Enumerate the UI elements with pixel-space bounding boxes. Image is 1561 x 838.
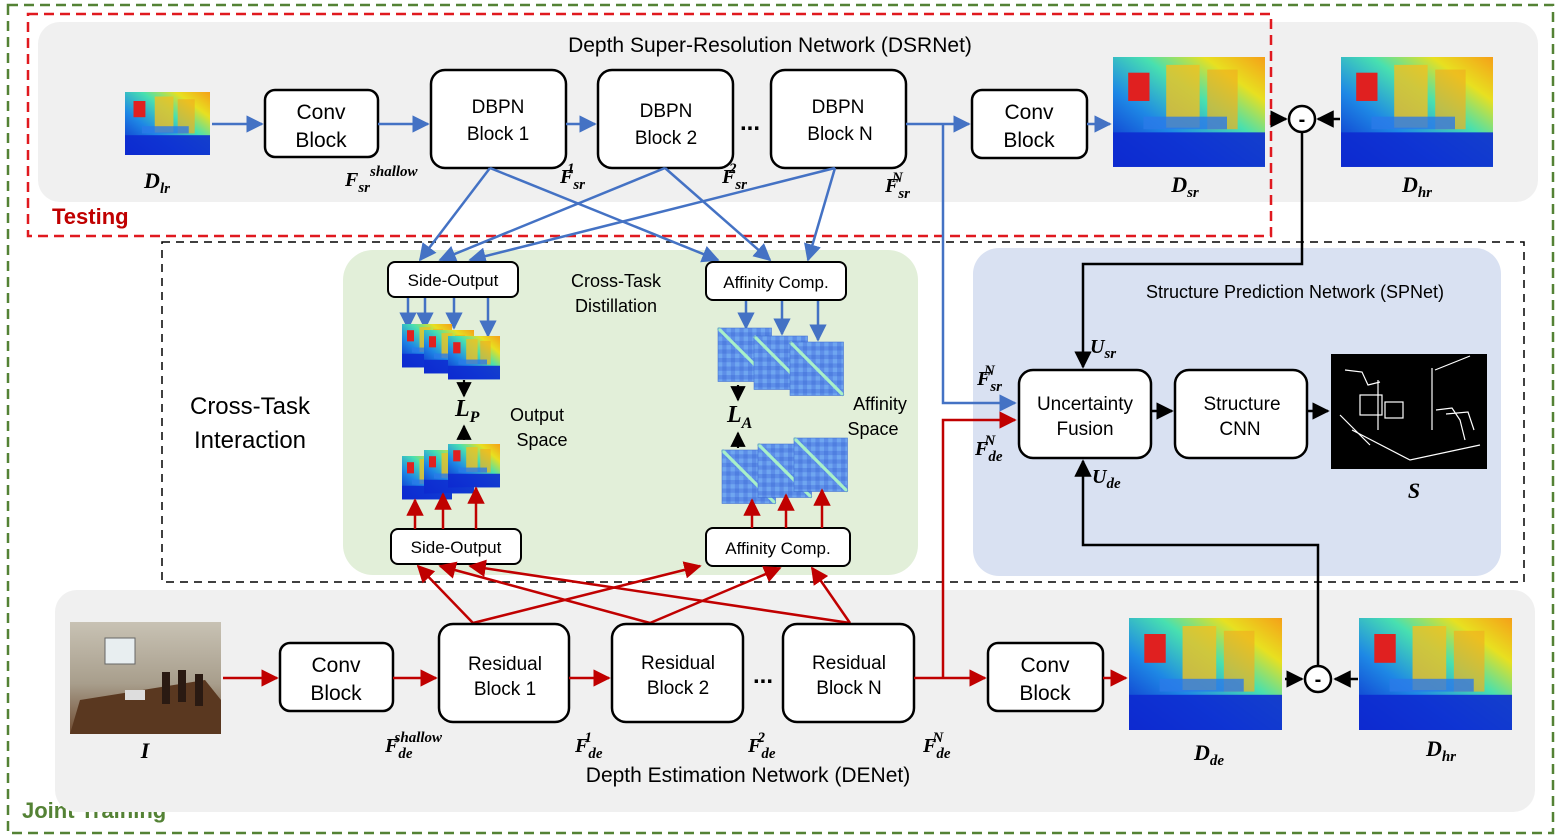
structure-cnn-label-b: CNN: [1219, 419, 1260, 440]
residual-block-2: [610, 622, 745, 724]
side-output-sr: [387, 261, 519, 298]
fusion-label-b: Fusion: [1056, 419, 1113, 440]
dsr-conv-2-label-b: Block: [1003, 129, 1055, 152]
interaction-title-b: Interaction: [194, 427, 306, 454]
de-output-image: [1129, 618, 1282, 730]
u-de-label: Ude: [1092, 466, 1121, 492]
de-ellipsis: ...: [753, 662, 773, 689]
dbpn-block-1: [429, 68, 568, 170]
output-space-label-a: Output: [510, 405, 564, 425]
f-sr-shallow-label: Fsrshallow: [344, 164, 419, 196]
dsr-input-image: [125, 92, 210, 155]
residual-block-1-label-a: Residual: [468, 654, 542, 675]
f-de-n-label: FdeN: [922, 730, 951, 762]
dbpn-block-1-label-a: DBPN: [472, 97, 525, 118]
distillation-title-b: Distillation: [575, 296, 657, 316]
de-conv-1-label-a: Conv: [311, 654, 361, 677]
dsr-gt-image: [1341, 57, 1493, 167]
f-sr-n-fusion-label: FsrN: [976, 363, 1002, 395]
dsr-input-label: Dlr: [143, 168, 170, 197]
affinity-comp-de: [705, 527, 851, 567]
dbpn-block-1-label-b: Block 1: [467, 124, 529, 145]
dsrnet-title: Depth Super-Resolution Network (DSRNet): [568, 34, 972, 57]
interaction-frame: [161, 241, 1525, 583]
de-conv-2-label-b: Block: [1019, 682, 1071, 705]
fusion-label-a: Uncertainty: [1037, 394, 1134, 415]
dbpn-block-n-label-b: Block N: [807, 124, 872, 145]
u-sr-label: Usr: [1090, 336, 1116, 362]
loss-lp-label: LP: [454, 396, 480, 426]
affinity-space-label-a: Affinity: [853, 394, 907, 414]
residual-block-n-label-b: Block N: [816, 678, 881, 699]
f-de-1-label: Fde1: [574, 730, 603, 762]
dsr-gt-label: Dhr: [1401, 172, 1432, 201]
joint-training-frame: [6, 3, 1555, 835]
distillation-title-a: Cross-Task: [571, 271, 662, 291]
structure-output-label: S: [1408, 478, 1420, 503]
dbpn-block-2-label-b: Block 2: [635, 128, 697, 149]
f-sr-n-label: FsrN: [884, 170, 910, 202]
f-de-2-label: Fde2: [747, 730, 776, 762]
uncertainty-fusion-block: [1017, 368, 1153, 460]
loss-la-label: LA: [726, 402, 753, 432]
de-conv-2-label-a: Conv: [1020, 654, 1070, 677]
de-flow-arrows: [223, 411, 1128, 687]
de-gt-label: Dhr: [1425, 736, 1456, 765]
side-output-sr-label: Side-Output: [408, 271, 499, 290]
side-output-de-label: Side-Output: [411, 538, 502, 557]
residual-block-1-label-b: Block 1: [474, 679, 536, 700]
affinity-comp-sr-label: Affinity Comp.: [723, 273, 829, 292]
dsr-flow-arrows: [212, 115, 1112, 412]
denet-title: Depth Estimation Network (DENet): [586, 764, 910, 787]
dsr-minus-sign: -: [1299, 109, 1306, 131]
residual-block-2-label-b: Block 2: [647, 678, 709, 699]
loss-arrows: [456, 380, 746, 448]
f-de-shallow-label: Fdeshallow: [384, 730, 443, 762]
de-distill-arrows: [406, 486, 852, 625]
residual-block-1: [437, 622, 571, 724]
de-output-label: Dde: [1193, 740, 1224, 769]
f-sr-2-label: Fsr2: [721, 161, 747, 193]
de-minus-sign: -: [1315, 669, 1322, 691]
dsr-conv-1-label-a: Conv: [296, 101, 346, 124]
rgb-input-image: [70, 622, 221, 734]
testing-label: Testing: [52, 204, 129, 229]
affinity-space-label-b: Space: [847, 419, 898, 439]
affinity-comp-de-label: Affinity Comp.: [725, 539, 831, 558]
de-minus-node: [1303, 664, 1333, 694]
interaction-title-a: Cross-Task: [190, 393, 311, 420]
structure-cnn-block: [1173, 368, 1309, 460]
dbpn-block-n-label-a: DBPN: [812, 97, 865, 118]
affinity-comp-sr: [705, 261, 847, 301]
spnet-title: Structure Prediction Network (SPNet): [1146, 282, 1444, 302]
de-gt-image: [1359, 618, 1512, 730]
residual-block-n: [781, 622, 916, 724]
residual-block-2-label-a: Residual: [641, 653, 715, 674]
f-de-n-fusion-label: FdeN: [974, 433, 1003, 465]
structure-cnn-label-a: Structure: [1203, 394, 1280, 415]
dsr-conv-1-label-b: Block: [295, 129, 347, 152]
dsr-ellipsis: ...: [740, 109, 760, 136]
dbpn-block-2-label-a: DBPN: [640, 101, 693, 122]
dbpn-block-n: [769, 68, 908, 170]
dsr-conv-2-label-a: Conv: [1004, 101, 1054, 124]
dsr-output-image: [1113, 57, 1265, 167]
dsr-output-label: Dsr: [1170, 172, 1199, 201]
structure-output-image: [1331, 354, 1487, 469]
residual-block-n-label-a: Residual: [812, 653, 886, 674]
spnet-arrows: [1074, 110, 1358, 688]
rgb-input-label: I: [140, 738, 151, 763]
output-space-label-b: Space: [516, 430, 567, 450]
f-sr-1-label: Fsr1: [559, 161, 585, 193]
de-conv-1-label-b: Block: [310, 682, 362, 705]
